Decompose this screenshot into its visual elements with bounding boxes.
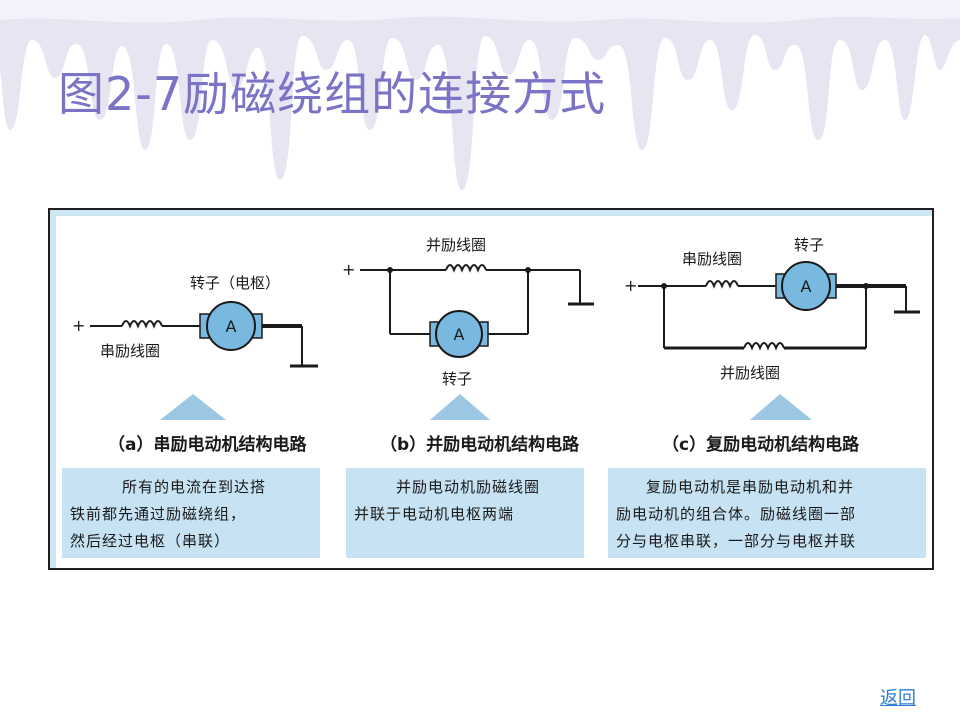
drip-background	[0, 0, 960, 190]
motor-b-label: A	[454, 325, 465, 344]
rotor-label-b: 转子	[442, 370, 472, 388]
junction-dots	[387, 267, 869, 289]
caption-c: （c）复励电动机结构电路	[662, 435, 860, 455]
slide-title: 图2-7励磁绕组的连接方式	[58, 67, 607, 121]
pointer-triangles	[160, 394, 812, 420]
panel-left-band	[50, 210, 56, 568]
circuit-a-wires	[90, 320, 318, 368]
plus-a: +	[72, 316, 85, 335]
plus-c: +	[624, 276, 637, 295]
circuit-b-wires	[360, 264, 594, 335]
note-b-line-1: 并励电动机励磁线圈	[396, 478, 541, 496]
note-b: 并励电动机励磁线圈 并联于电动机电枢两端	[346, 468, 584, 558]
plus-b: +	[342, 260, 355, 279]
back-link[interactable]: 返回	[880, 688, 916, 709]
motor-c-label: A	[801, 277, 812, 296]
rotor-label-a: 转子（电枢）	[190, 274, 280, 292]
note-c-line-2: 励电动机的组合体。励磁线圈一部	[616, 505, 857, 523]
circuit-panel: A A A + 转子（电枢） 串励线圈 + 并励线圈 转子 + 串励线圈 转子 …	[48, 208, 934, 570]
circuit-c-wires	[638, 280, 920, 351]
caption-a: （a）串励电动机结构电路	[108, 435, 307, 455]
note-c: 复励电动机是串励电动机和并 励电动机的组合体。励磁线圈一部 分与电枢串联，一部分…	[608, 468, 926, 558]
motor-b: A	[429, 310, 489, 358]
shunt-coil-label-c: 并励线圈	[720, 364, 780, 382]
coil-label-a: 串励线圈	[100, 342, 160, 360]
caption-b: （b）并励电动机结构电路	[380, 435, 580, 455]
coil-label-b: 并励线圈	[426, 236, 486, 254]
note-b-line-2: 并联于电动机电枢两端	[354, 505, 515, 523]
motor-a: A	[199, 301, 263, 351]
note-a-line-3: 然后经过电枢（串联）	[70, 532, 231, 550]
motor-a-label: A	[226, 317, 237, 336]
note-c-line-1: 复励电动机是串励电动机和并	[646, 478, 855, 496]
note-a: 所有的电流在到达搭 铁前都先通过励磁绕组， 然后经过电枢（串联）	[62, 468, 320, 558]
note-c-line-3: 分与电枢串联，一部分与电枢并联	[616, 532, 857, 550]
note-a-line-2: 铁前都先通过励磁绕组，	[70, 505, 247, 523]
panel-top-band	[50, 210, 932, 216]
series-coil-label-c: 串励线圈	[682, 250, 742, 268]
note-a-line-1: 所有的电流在到达搭	[122, 478, 267, 496]
circuit-diagrams: A A A + 转子（电枢） 串励线圈 + 并励线圈 转子 + 串励线圈 转子 …	[72, 236, 920, 420]
motor-c: A	[775, 261, 837, 311]
rotor-label-c: 转子	[794, 236, 824, 254]
